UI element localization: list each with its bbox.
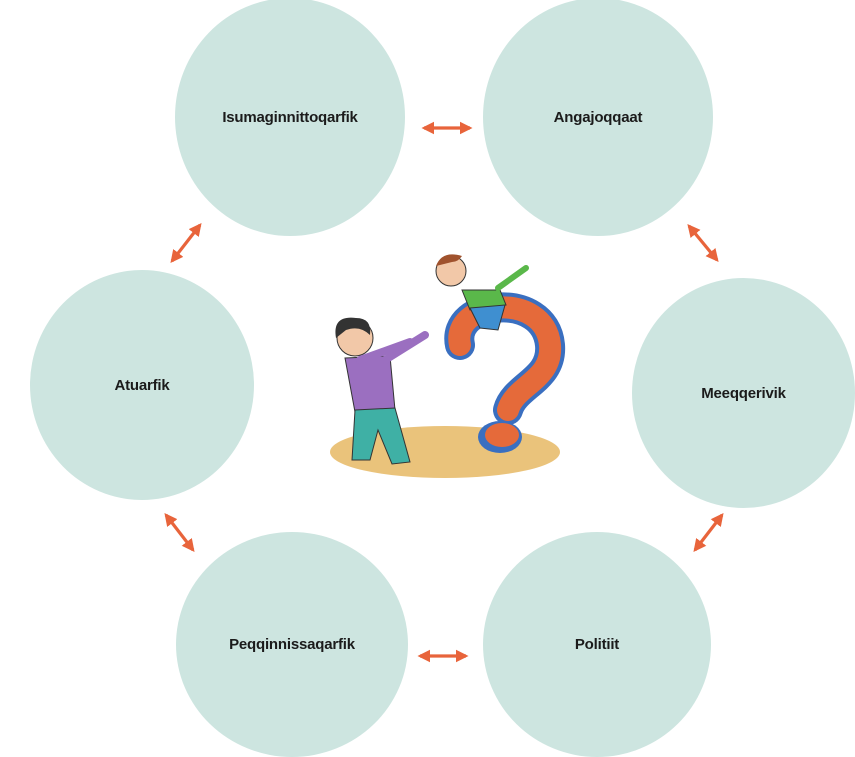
node-peqqinnissaqarfik: Peqqinnissaqarfik xyxy=(176,532,408,757)
node-label: Isumaginnittoqarfik xyxy=(222,108,358,126)
connector-arrow-left-bottom xyxy=(164,512,195,553)
node-angajoqqaat: Angajoqqaat xyxy=(483,0,713,236)
connector-arrow-top-left xyxy=(170,222,202,264)
node-isumaginnittoqarfik: Isumaginnittoqarfik xyxy=(175,0,405,236)
node-meeqqerivik: Meeqqerivik xyxy=(632,278,855,508)
connector-arrow-right-bottom xyxy=(693,512,724,553)
node-label: Peqqinnissaqarfik xyxy=(229,636,355,653)
node-label: Angajoqqaat xyxy=(553,108,643,126)
node-label: Politiit xyxy=(574,636,620,653)
children-question-mark-illustration xyxy=(330,254,566,478)
node-atuarfik: Atuarfik xyxy=(30,270,254,500)
node-politiit: Politiit xyxy=(483,532,711,757)
node-label: Atuarfik xyxy=(114,376,170,394)
connector-arrow-top-right xyxy=(687,224,719,262)
node-label: Meeqqerivik xyxy=(701,384,786,402)
